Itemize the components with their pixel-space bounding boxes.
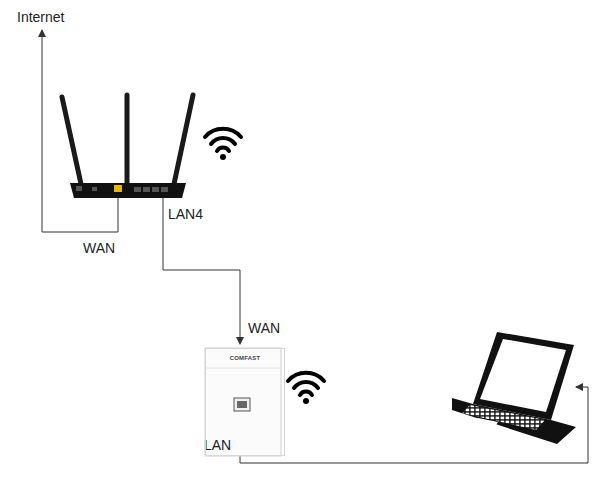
brand-text: COMFAST [206,355,284,362]
wan-cable [42,30,118,232]
access-point-panel: COMFAST [205,348,285,456]
cables [42,30,588,463]
wifi-dot [220,154,226,160]
laptop [452,332,576,444]
lan4-cable [163,198,240,344]
wifi-dot [303,398,309,404]
wifi-icon [205,129,241,151]
port-label: LAN [204,437,231,453]
port-label: LAN4 [168,206,203,222]
router [62,95,193,198]
port-label: WAN [248,320,280,336]
access-point [205,348,281,456]
internet-label: Internet [17,9,64,25]
port-label: WAN [83,240,115,256]
wifi-icon [288,373,324,395]
